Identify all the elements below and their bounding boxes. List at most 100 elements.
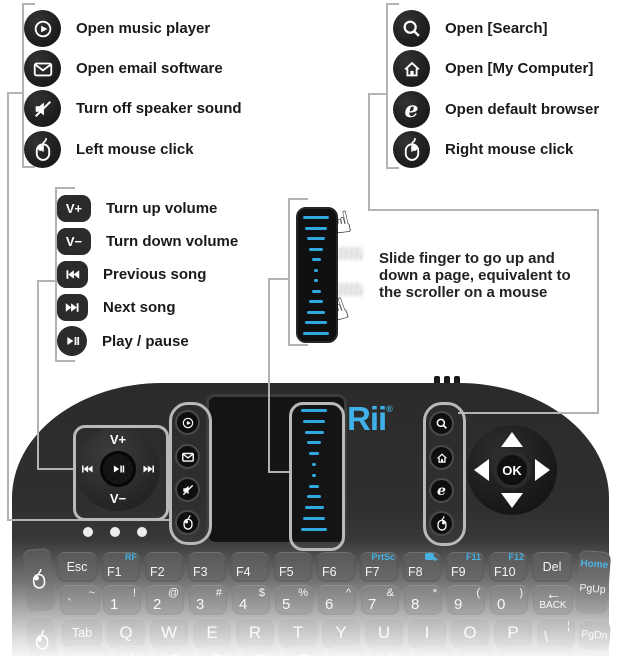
key-Q[interactable]: Q	[107, 618, 145, 648]
left-mouse-key-upper[interactable]	[22, 547, 56, 613]
callout-line	[458, 412, 598, 414]
callout-line	[22, 166, 35, 168]
scroll-tick	[311, 473, 317, 477]
callout-line	[386, 3, 399, 5]
previous-track-key[interactable]	[80, 462, 94, 476]
key-H[interactable]: H	[328, 646, 366, 656]
scroll-tick	[309, 247, 323, 251]
scroll-tick	[303, 331, 329, 335]
key-A[interactable]: A	[113, 646, 151, 656]
key-F5[interactable]: F5	[274, 552, 312, 582]
my-computer-button[interactable]	[429, 445, 454, 470]
key-D[interactable]: D	[199, 646, 237, 656]
media-dpad[interactable]: V+ V−	[76, 427, 160, 511]
key-W[interactable]: W	[150, 618, 188, 648]
key-3[interactable]: #3	[189, 585, 227, 615]
volume-down-key[interactable]: V−	[109, 491, 127, 506]
annotation-label: Turn up volume	[106, 200, 218, 217]
key-F3[interactable]: F3	[188, 552, 226, 582]
key-R[interactable]: R	[236, 618, 274, 648]
annotation-search: Open [Search]	[393, 10, 548, 47]
mute-button[interactable]	[175, 477, 200, 502]
key-Del[interactable]: Del	[532, 552, 572, 582]
key-1[interactable]: !1	[103, 585, 141, 615]
nav-dpad[interactable]: OK	[467, 425, 557, 515]
scroll-tick	[306, 441, 322, 445]
search-icon	[393, 10, 430, 47]
scroll-tick	[302, 517, 326, 520]
key-Tab[interactable]: Tab	[62, 618, 102, 648]
arrow-down-key[interactable]	[501, 493, 523, 508]
key-6[interactable]: ^6	[318, 585, 356, 615]
key-pgup[interactable]: Home PgUp	[574, 549, 612, 616]
play-pause-key[interactable]	[100, 451, 136, 487]
key-K[interactable]: K	[414, 646, 452, 656]
annotation-label: Left mouse click	[76, 141, 194, 158]
next-track-key[interactable]	[142, 462, 156, 476]
key-U[interactable]: U	[365, 618, 403, 648]
home-icon	[393, 50, 430, 87]
right-mouse-icon	[393, 131, 430, 168]
email-icon	[24, 50, 61, 87]
browser-button[interactable]: e	[429, 478, 454, 503]
key-9[interactable]: (9	[447, 585, 485, 615]
callout-line	[22, 3, 24, 168]
scroll-tick	[304, 430, 324, 434]
key-S[interactable]: S	[156, 646, 194, 656]
key-P[interactable]: P	[494, 618, 532, 648]
next-track-icon	[57, 294, 88, 321]
key-Y[interactable]: Y	[322, 618, 360, 648]
arrow-right-key[interactable]	[535, 459, 550, 481]
key-F4[interactable]: F4	[231, 552, 269, 582]
key-`[interactable]: ~`	[60, 585, 100, 615]
annotation-label: Right mouse click	[445, 141, 574, 158]
key-J[interactable]: J	[371, 646, 409, 656]
key-7[interactable]: &7	[361, 585, 399, 615]
key-E[interactable]: E	[193, 618, 231, 648]
arrow-up-key[interactable]	[501, 432, 523, 447]
arrow-left-key[interactable]	[474, 459, 489, 481]
annotation-play-pause: Play / pause	[57, 326, 189, 356]
key-8[interactable]: *8	[404, 585, 442, 615]
annotation-volume-up: V+ Turn up volume	[57, 194, 217, 223]
key-I[interactable]: I	[408, 618, 446, 648]
key-4[interactable]: $4	[232, 585, 270, 615]
key-F[interactable]: F	[242, 646, 280, 656]
touchpad-scroll-strip[interactable]	[290, 403, 338, 545]
ok-button[interactable]: OK	[493, 451, 531, 489]
key-G[interactable]: G	[285, 646, 323, 656]
key-Caps[interactable]: Caps	[64, 646, 108, 656]
key-T[interactable]: T	[279, 618, 317, 648]
volume-up-key[interactable]: V+	[109, 432, 127, 447]
key-F6[interactable]: F6	[317, 552, 355, 582]
annotation-label: Open [Search]	[445, 20, 548, 37]
pairing-buttons[interactable]	[434, 376, 440, 386]
key-F2[interactable]: F2	[145, 552, 183, 582]
status-led	[137, 527, 147, 537]
annotation-mute: Turn off speaker sound	[24, 90, 242, 127]
callout-line	[368, 209, 599, 211]
key-L[interactable]: L	[457, 646, 495, 656]
scroll-tick	[302, 419, 326, 423]
scroll-tick	[306, 495, 322, 499]
scroll-strip-illustration	[296, 207, 338, 343]
e-browser-icon: e	[393, 91, 430, 128]
play-pause-icon	[57, 326, 87, 356]
key-0[interactable]: )0	[490, 585, 528, 615]
key-BACK[interactable]: ←BACK	[533, 585, 573, 615]
email-button[interactable]	[175, 444, 200, 469]
key-pgdn[interactable]: PgDn	[577, 618, 612, 652]
key-F8[interactable]: F8	[403, 552, 441, 582]
key-2[interactable]: @2	[146, 585, 184, 615]
annotation-label: Open default browser	[445, 101, 600, 118]
key-\[interactable]: ¦\	[537, 618, 575, 648]
key-Esc[interactable]: Esc	[57, 552, 97, 582]
key-5[interactable]: %5	[275, 585, 313, 615]
key-O[interactable]: O	[451, 618, 489, 648]
key-Enter[interactable]: ↵Enter	[500, 646, 572, 656]
